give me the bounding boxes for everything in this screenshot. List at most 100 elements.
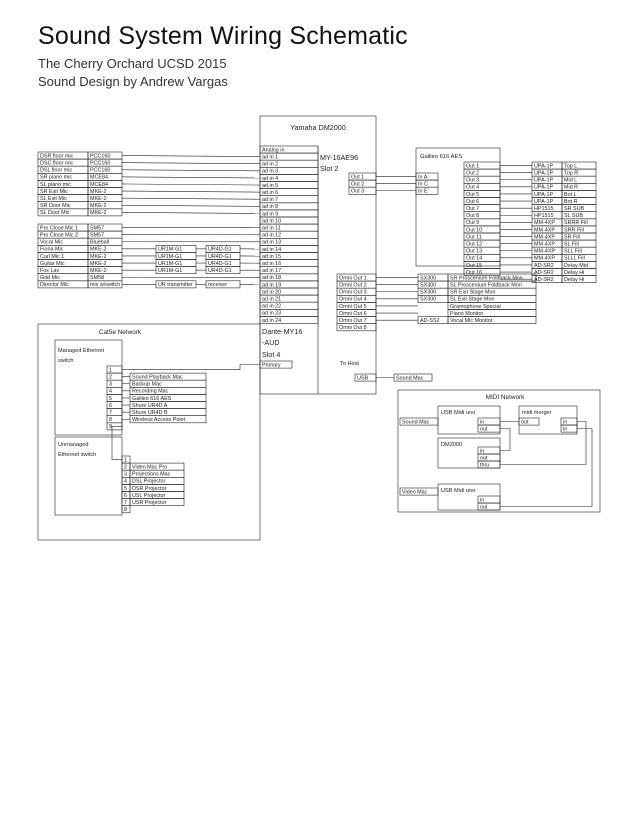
network-device: DSL Projector: [132, 479, 166, 485]
usb-midi-1-label: USB Midi uno: [441, 410, 475, 416]
ad-input: ad in 8: [262, 204, 278, 210]
ad-input: ad in 20: [262, 289, 281, 295]
receiver: UR4D-G1: [208, 261, 232, 267]
unmanaged-port: 8: [124, 507, 127, 513]
slot4-card-label: Dante-MY16: [262, 327, 302, 336]
speaker-zone-cell: [561, 275, 597, 284]
speaker-model: MM-4XP: [534, 242, 555, 248]
midi-title: MIDI Network: [486, 394, 526, 401]
managed-port: 4: [109, 389, 112, 395]
merger-out: out: [521, 419, 529, 425]
receiver: UR4D-G1: [208, 268, 232, 274]
mic-wire: [121, 197, 261, 200]
transmitter: UR1M-G1: [158, 254, 182, 260]
speaker-model: HP1515: [534, 206, 553, 212]
wireless-model: MKE-2: [90, 254, 106, 260]
speaker-model: MM-4XP: [534, 220, 555, 226]
wireless-model: Blueball: [90, 240, 109, 246]
network-device: Shure UR4D A: [132, 403, 168, 409]
network-device: DSR Projector: [132, 486, 167, 492]
midi-video-mac-cell: [399, 487, 439, 496]
galileo-output: Out 14: [466, 256, 482, 262]
galileo-output: Out 4: [466, 185, 479, 191]
network-device: Backup Mac: [132, 382, 162, 388]
managed-port: 1: [109, 367, 112, 373]
usb-target: Sound Mac: [396, 375, 424, 381]
mic-model: PCC160: [90, 153, 110, 159]
wireless-name: Pro Close Mic 2: [40, 233, 78, 239]
wireless-name: Guitar Mic: [40, 261, 65, 267]
amp-model: SX300: [420, 283, 436, 289]
speaker-model: AD-SR2: [534, 270, 554, 276]
ad-input: ad in 21: [262, 297, 281, 303]
managed-port: 8: [109, 417, 112, 423]
receiver: receiver: [208, 282, 227, 288]
amp-model: SX300: [420, 297, 436, 303]
midi-port-in: in: [480, 497, 484, 503]
mic-name: SL Exit Mic: [40, 196, 67, 202]
ad-input: ad in 3: [262, 169, 278, 175]
galileo-title: Galileo 616 AES: [420, 154, 462, 160]
galileo-output: Out 7: [466, 206, 479, 212]
ad-input: ad in 6: [262, 190, 278, 196]
amp-model: AD-SS2: [420, 318, 439, 324]
galileo-output: Out 5: [466, 192, 479, 198]
to-host-label: To Host: [340, 361, 359, 367]
wireless-name: Pro Close Mic 1: [40, 225, 78, 231]
speaker-zone: Bot R: [564, 199, 578, 205]
wireless-name: Director Mic: [40, 282, 69, 288]
wireless-model: MKE-2: [90, 247, 106, 253]
managed-port: 6: [109, 403, 112, 409]
credit-line: Sound Design by Andrew Vargas: [38, 74, 228, 89]
monitor-label: SL Exit Stage Mon: [450, 297, 494, 303]
managed-port: 3: [109, 382, 112, 388]
network-device-cell: [129, 498, 185, 507]
midi-port-out: out: [480, 426, 488, 432]
receiver: UR4D-G1: [208, 247, 232, 253]
receiver: UR4D-G1: [208, 254, 232, 260]
dm2000-out: out: [480, 455, 488, 461]
mic-name: SR Exit Mic: [40, 189, 68, 195]
speaker-zone: SRRR Fill: [564, 220, 588, 226]
galileo-frame: [415, 147, 501, 267]
omni-out: Omni Out 3: [339, 290, 367, 296]
galileo-input: In A: [418, 174, 428, 180]
ad-input: ad in 2: [262, 162, 278, 168]
mic-model: PCC160: [90, 161, 110, 167]
monitor-label: Vocal Mic Monitor: [450, 318, 493, 324]
wireless-model: mic w/switch: [90, 282, 120, 288]
mic-wire: [121, 169, 261, 172]
galileo-output: Out 15: [466, 263, 482, 269]
monitor-label-cell: [447, 316, 537, 325]
managed-switch-title-cont: switch: [58, 358, 74, 364]
ad-input: ad in 4: [262, 176, 278, 182]
wireless-name: Carl Mic 1: [40, 254, 64, 260]
unmanaged-port: 1: [124, 457, 127, 463]
network-device: Video Mac Pro: [132, 465, 167, 471]
ad-input: ad in 22: [262, 304, 281, 310]
network-device: USL Projector: [132, 493, 166, 499]
ad-input: ad in 19: [262, 282, 281, 288]
mic-name: SL piano mic: [40, 182, 71, 188]
wireless-name: Fiona Mic: [40, 247, 64, 253]
page-title: Sound System Wiring Schematic: [38, 22, 408, 50]
speaker-model: UPA-1P: [534, 199, 553, 205]
slot4-label: Slot 4: [262, 350, 280, 359]
omni-out: Omni Out 8: [339, 325, 367, 331]
unmanaged-port: 3: [124, 472, 127, 478]
speaker-zone: SR Fill: [564, 234, 580, 240]
unmanaged-port: 6: [124, 493, 127, 499]
wireless-name: Vocal Mic: [40, 240, 63, 246]
mic-name: DSR floor mic: [40, 153, 74, 159]
managed-port: 9: [109, 424, 112, 430]
managed-port: 2: [109, 375, 112, 381]
ad-input: ad in 17: [262, 268, 281, 274]
speaker-model: UPA-1P: [534, 171, 553, 177]
unmanaged-switch-title: Unmanaged: [58, 442, 88, 448]
